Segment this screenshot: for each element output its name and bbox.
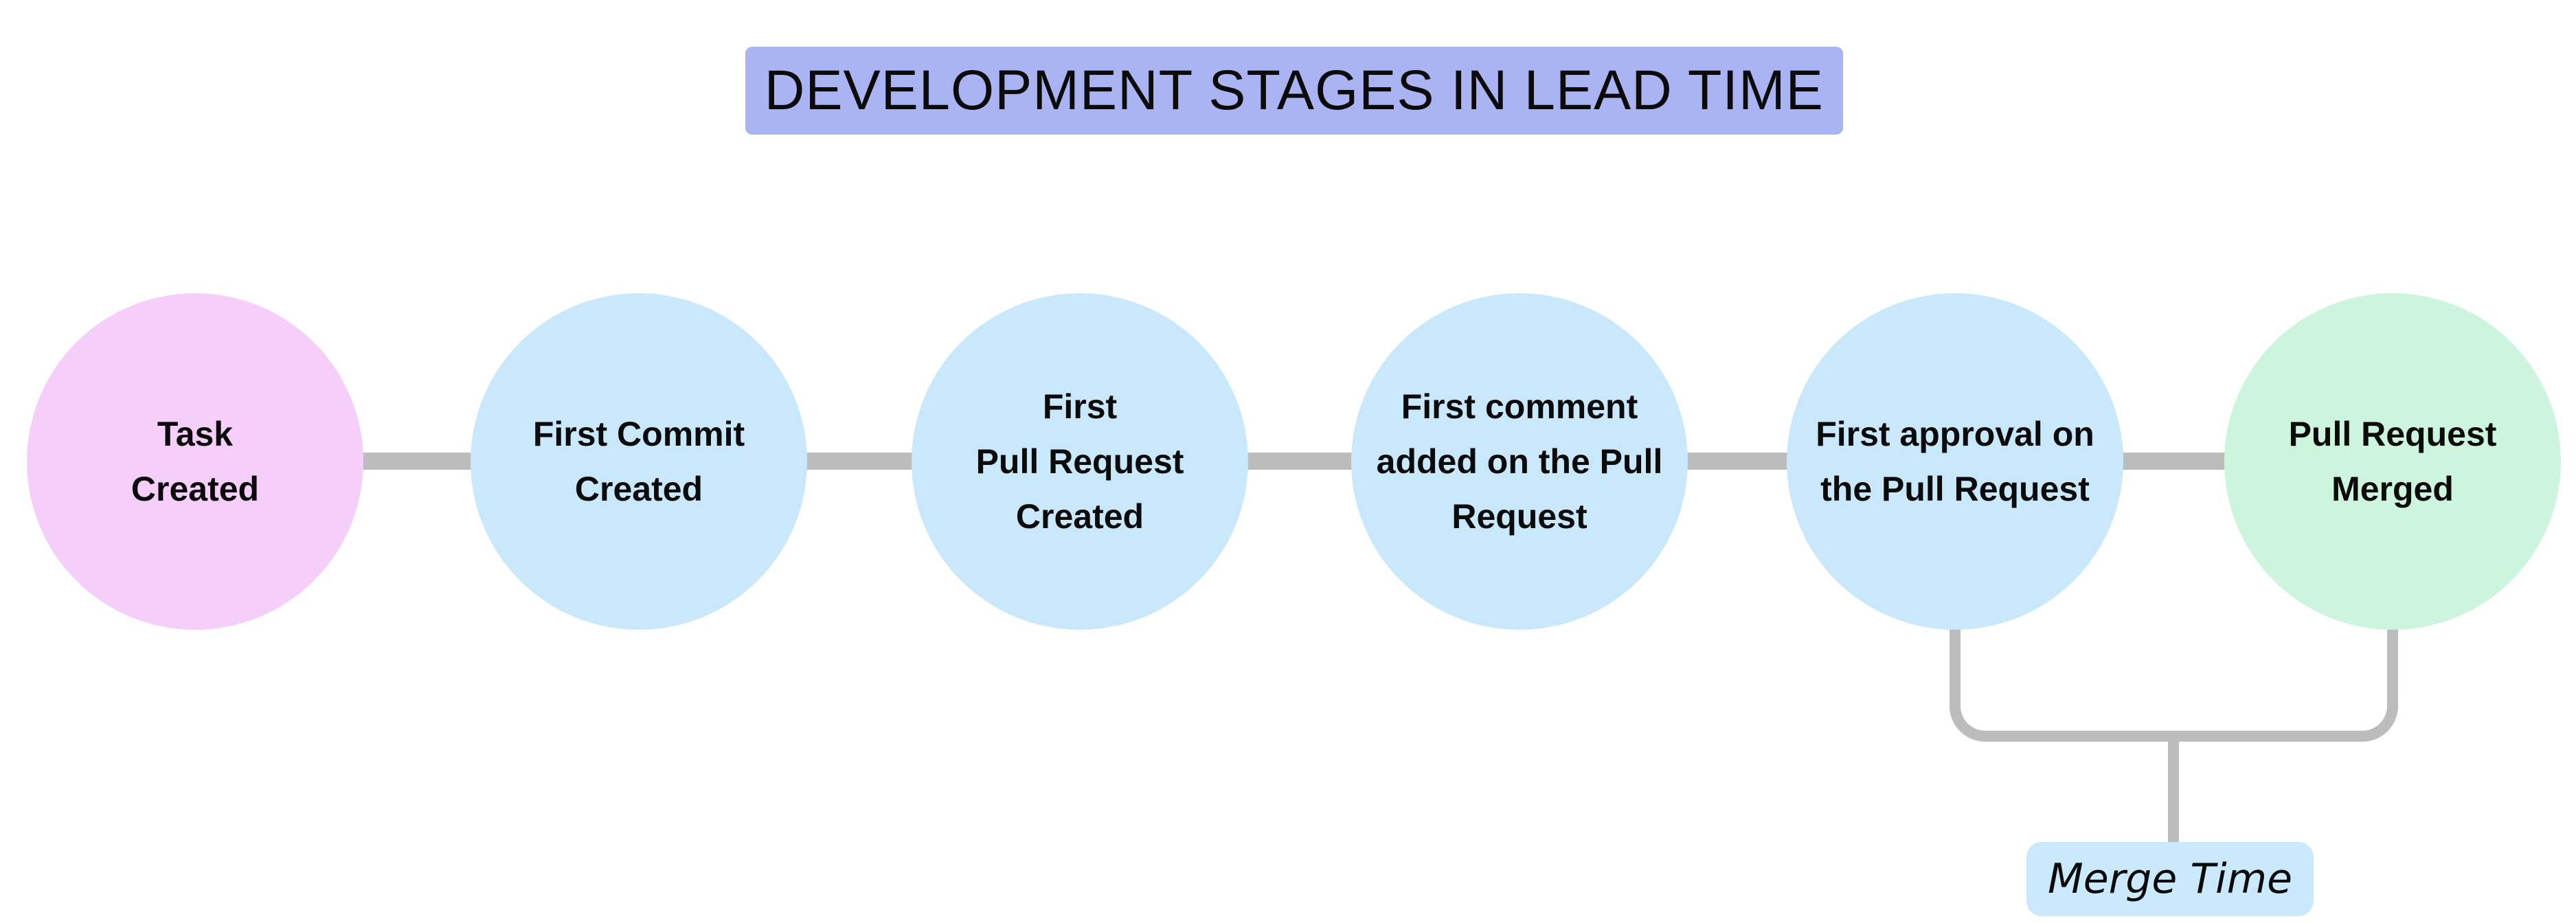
stage-label-line: Request: [1451, 497, 1588, 536]
stage-label-line: Pull Request: [975, 442, 1184, 481]
stage-label-line: First approval on: [1816, 415, 2094, 453]
stage-circle-first-commit-created: First Commit Created: [471, 293, 807, 630]
stage-label-line: Created: [1015, 497, 1144, 536]
stage-circle-task-created: Task Created: [27, 293, 363, 630]
stage-circle-first-comment-added: First comment added on the Pull Request: [1351, 293, 1688, 630]
stage-label-line: First comment: [1401, 387, 1638, 426]
stage-label-line: added on the Pull: [1376, 442, 1663, 481]
merge-time-bracket-stem: [2168, 740, 2179, 842]
stage-label-line: First: [1042, 387, 1118, 426]
title-banner: DEVELOPMENT STAGES IN LEAD TIME: [745, 47, 1843, 135]
page-title: DEVELOPMENT STAGES IN LEAD TIME: [765, 59, 1824, 122]
stage-label-line: Pull Request: [2288, 415, 2497, 453]
stage-label-line: First Commit: [532, 415, 745, 453]
stage-circle-first-pull-request-created: First Pull Request Created: [912, 293, 1248, 630]
stage-label-line: the Pull Request: [1820, 470, 2090, 508]
stage-circle-pull-request-merged: Pull Request Merged: [2224, 293, 2561, 630]
stage-label-line: Created: [574, 470, 703, 508]
merge-time-bracket: [1950, 622, 2398, 742]
stage-label-line: Merged: [2331, 470, 2454, 508]
merge-time-label: Merge Time: [2047, 855, 2293, 903]
stage-circle-first-approval: First approval on the Pull Request: [1787, 293, 2123, 630]
stage-label-line: Task: [157, 415, 234, 453]
merge-time-box: Merge Time: [2026, 842, 2314, 916]
stage-label-line: Created: [131, 470, 260, 508]
